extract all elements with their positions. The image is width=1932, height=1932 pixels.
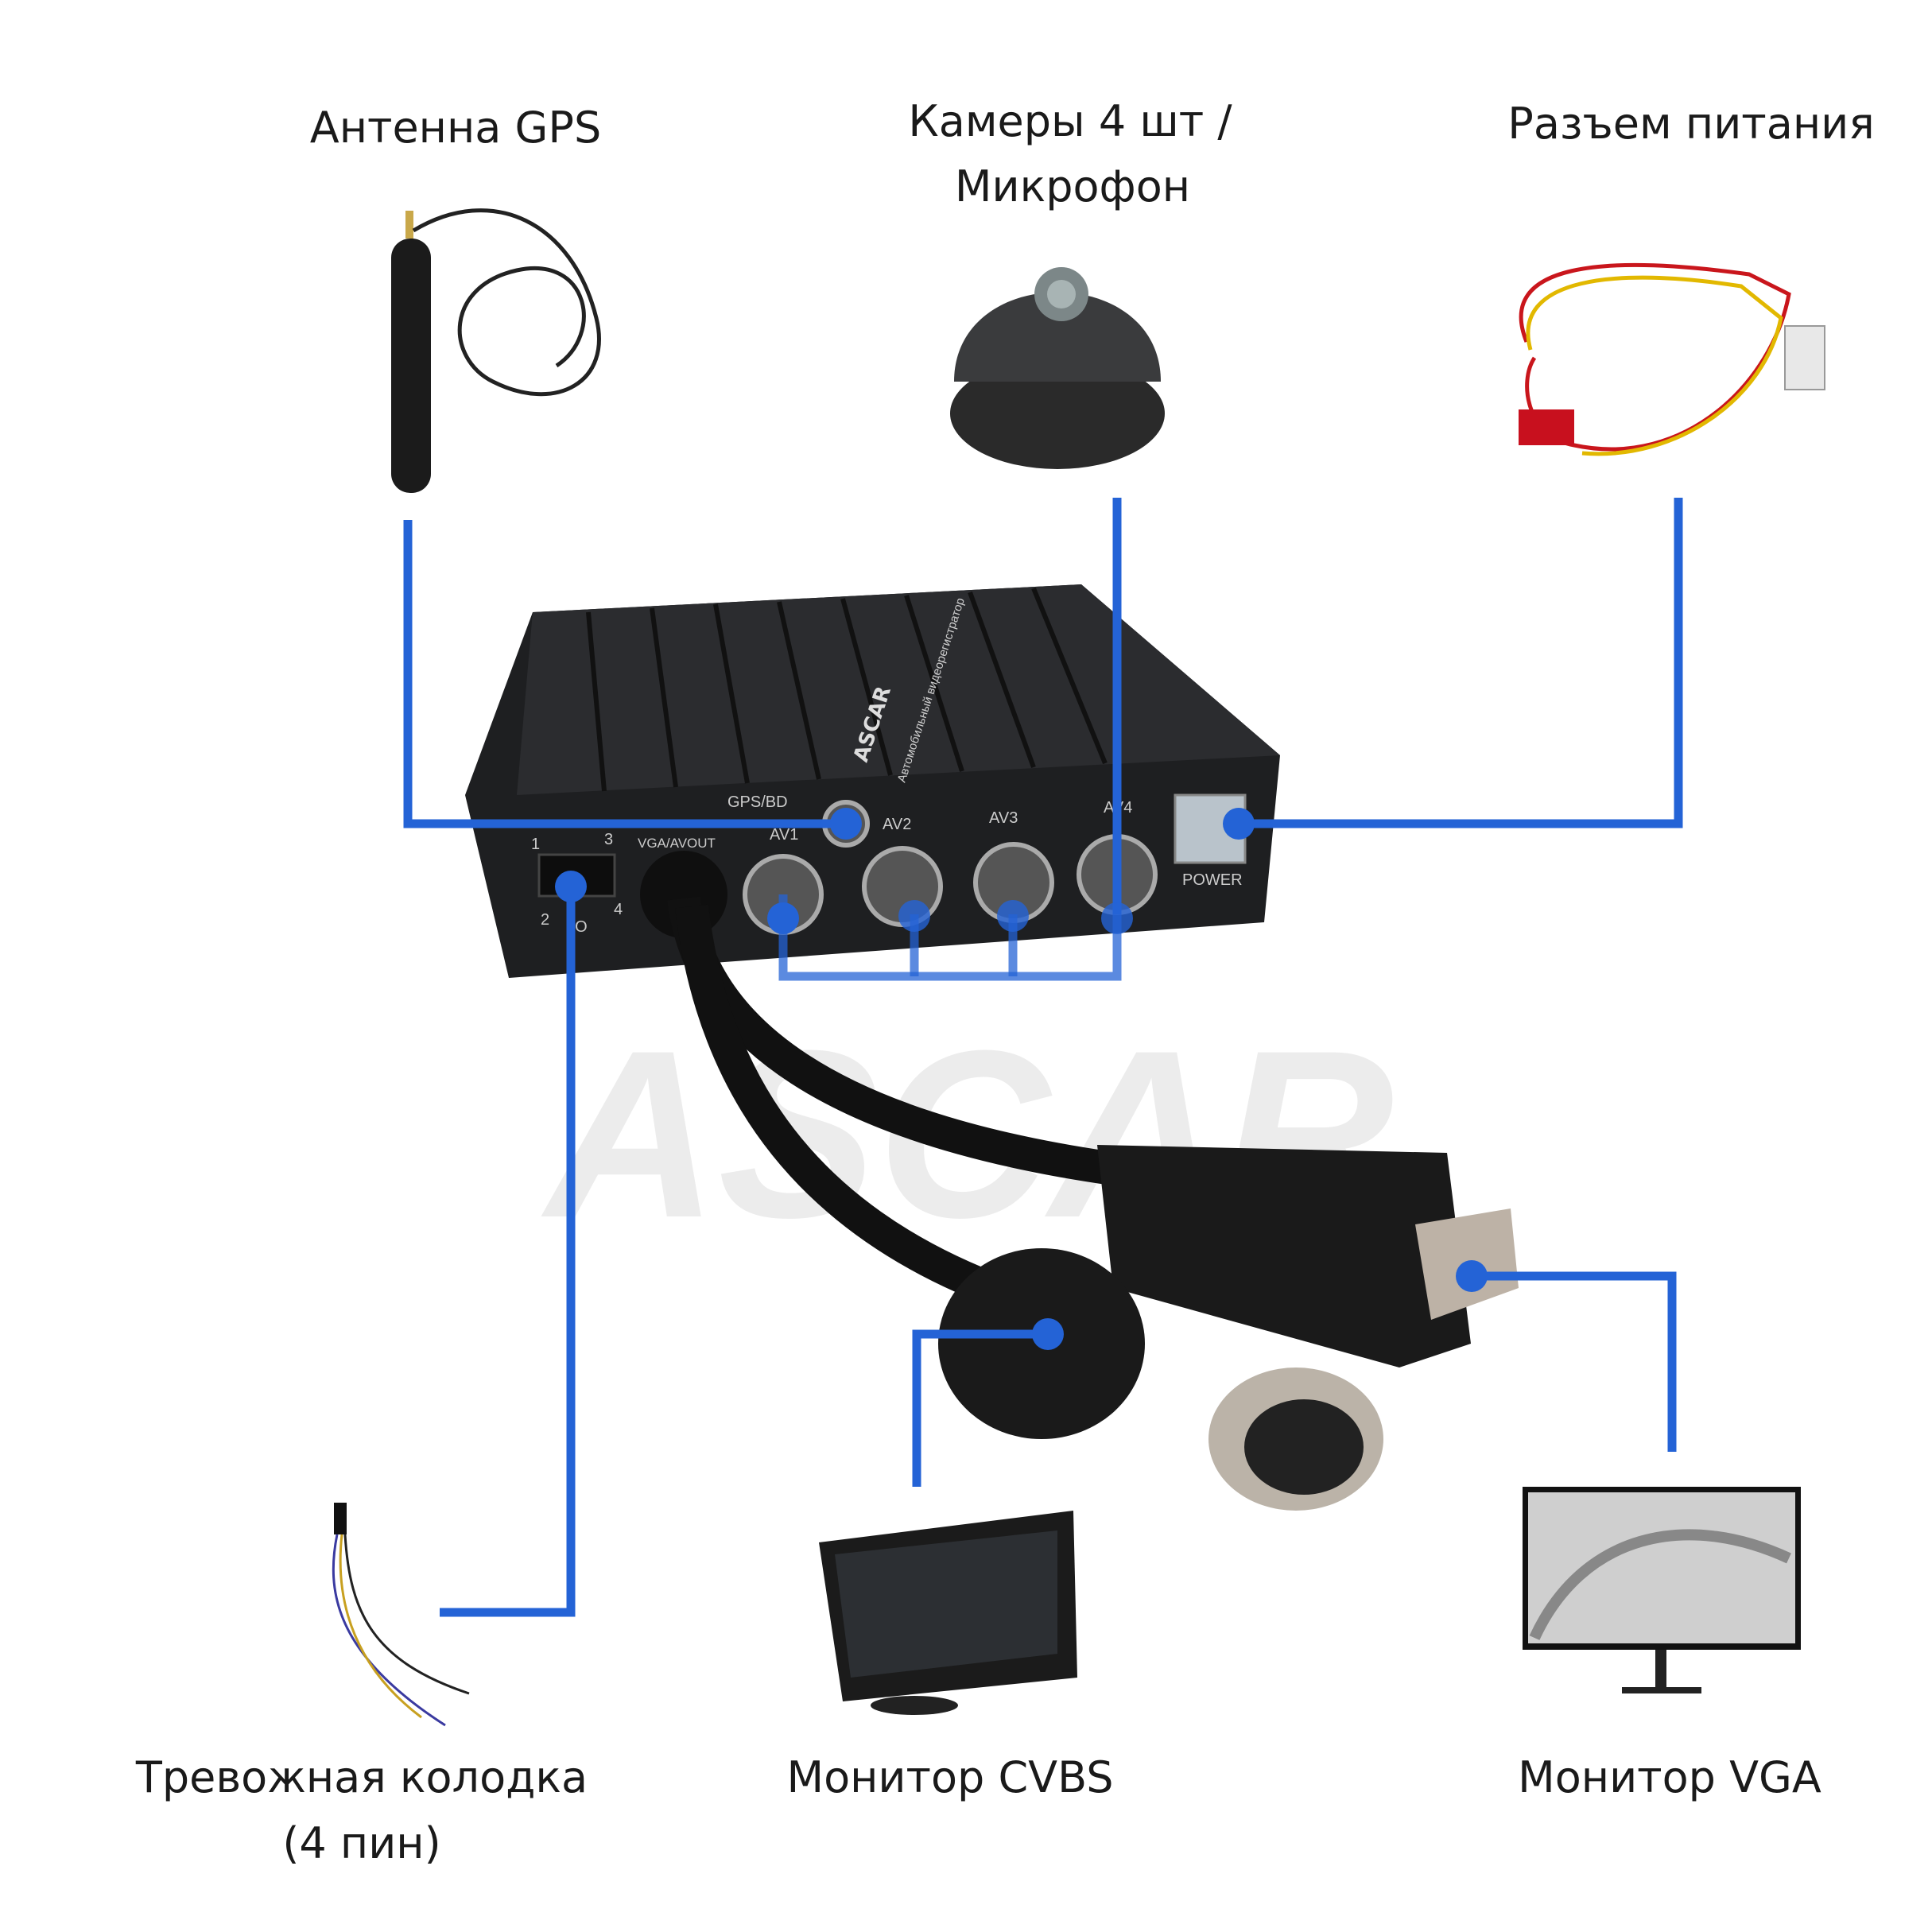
line-power xyxy=(1239,498,1683,828)
camera-image xyxy=(950,267,1165,469)
connector-lines xyxy=(403,498,1683,1617)
vga-monitor-image xyxy=(1523,1487,1801,1693)
line-cvbs xyxy=(912,1329,1048,1487)
port-label-vga: VGA/AVOUT xyxy=(638,836,716,851)
label-alarm-line1: Тревожная колодка xyxy=(135,1752,588,1802)
port-label-av1: AV1 xyxy=(770,826,798,844)
connector-dots xyxy=(555,808,1488,1350)
label-power-connector: Разъем питания xyxy=(1507,99,1875,149)
line-camera-bracket xyxy=(778,894,1122,981)
power-cable-image xyxy=(1519,262,1825,456)
line-vga xyxy=(1472,1271,1677,1452)
alarm-cable-image xyxy=(332,1503,470,1727)
pin-2: 2 xyxy=(541,911,549,929)
cvbs-monitor-image xyxy=(819,1511,1077,1715)
label-monitor-cvbs: Монитор CVBS xyxy=(786,1752,1114,1802)
dvr-device: ASCAR Автомобильный видеорегистратор GPS… xyxy=(465,584,1519,1511)
label-cameras-line2: Микрофон xyxy=(954,161,1191,211)
pin-1: 1 xyxy=(531,836,540,853)
label-alarm-line2: (4 пин) xyxy=(282,1818,441,1868)
pin-3: 3 xyxy=(604,831,613,848)
line-alarm xyxy=(440,886,576,1617)
gps-antenna-image xyxy=(391,208,601,493)
pin-4: 4 xyxy=(614,901,623,918)
port-label-av3: AV3 xyxy=(989,809,1018,827)
label-gps-antenna: Антенна GPS xyxy=(309,103,602,153)
port-label-power: POWER xyxy=(1182,871,1243,889)
port-label-gps: GPS/BD xyxy=(727,793,788,811)
label-cameras-line1: Камеры 4 шт / xyxy=(908,96,1232,146)
line-gps xyxy=(403,520,846,828)
label-monitor-vga: Монитор VGA xyxy=(1518,1752,1821,1802)
port-label-av2: AV2 xyxy=(883,816,911,833)
